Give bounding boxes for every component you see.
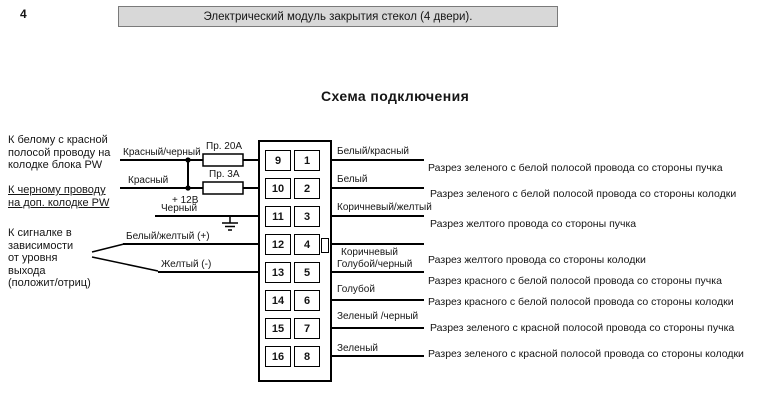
right-wire-color-7: Зеленый /черный bbox=[337, 311, 419, 322]
connector-key bbox=[321, 238, 329, 253]
right-wire-cut-6: Разрез красного с белой полосой провода … bbox=[428, 296, 734, 308]
pin-4: 4 bbox=[294, 234, 320, 255]
left-wire-color-11: Черный bbox=[161, 203, 198, 214]
pin-5: 5 bbox=[294, 262, 320, 283]
pin-6: 6 bbox=[294, 290, 320, 311]
page-number: 4 bbox=[20, 7, 27, 21]
diagram-title: Схема подключения bbox=[321, 88, 470, 104]
right-wire-color-1: Белый/красный bbox=[337, 146, 409, 157]
pin-15: 15 bbox=[265, 318, 291, 339]
pin-11: 11 bbox=[265, 206, 291, 227]
header-title: Электрический модуль закрытия стекол (4 … bbox=[203, 10, 473, 23]
ground-icon bbox=[222, 216, 238, 231]
right-wire-cut-1: Разрез зеленого с белой полосой провода … bbox=[428, 162, 723, 174]
left-wire-color-9: Красный/черный bbox=[123, 147, 201, 158]
header-bar: Электрический модуль закрытия стекол (4 … bbox=[118, 6, 558, 27]
note-alarm: К сигналке в зависимости от уровня выход… bbox=[8, 227, 91, 289]
pin-9: 9 bbox=[265, 150, 291, 171]
pin-7: 7 bbox=[294, 318, 320, 339]
left-wire-color-13: Желтый (-) bbox=[161, 259, 212, 270]
fuse-label-3a: Пр. 3А bbox=[209, 169, 240, 180]
right-wires bbox=[332, 159, 424, 357]
fuse-label-20a: Пр. 20А bbox=[206, 141, 243, 152]
right-wire-color-3: Коричневый/желтый bbox=[337, 202, 432, 213]
right-wire-color-8: Зеленый bbox=[337, 343, 378, 354]
pin-12: 12 bbox=[265, 234, 291, 255]
pin-2: 2 bbox=[294, 178, 320, 199]
pin-16: 16 bbox=[265, 346, 291, 367]
right-wire-color-6: Голубой bbox=[337, 284, 375, 295]
note-white-red-wire: К белому с красной полосой проводу на ко… bbox=[8, 134, 111, 171]
right-wire-color-4: Коричневый bbox=[341, 247, 398, 258]
right-wire-cut-7: Разрез зеленого с красной полосой провод… bbox=[430, 322, 735, 334]
junction-dot bbox=[185, 157, 191, 163]
right-wire-cut-2: Разрез зеленого с белой полосой провода … bbox=[430, 188, 737, 200]
fuse-20a-box bbox=[202, 153, 244, 167]
right-wire-color-5: Голубой/черный bbox=[337, 259, 413, 270]
pin-10: 10 bbox=[265, 178, 291, 199]
pin-1: 1 bbox=[294, 150, 320, 171]
left-wire-color-10: Красный bbox=[128, 175, 169, 186]
junction bbox=[185, 157, 191, 191]
right-wire-cut-3: Разрез желтого провода со стороны пучка bbox=[430, 218, 637, 230]
plus-12v-label: + 12В bbox=[172, 195, 199, 206]
right-wire-cut-5: Разрез красного с белой полосой провода … bbox=[428, 275, 722, 287]
pin-8: 8 bbox=[294, 346, 320, 367]
connector-body: 9 10 11 12 13 14 15 16 1 2 3 4 5 6 7 8 bbox=[258, 140, 332, 382]
pin-13: 13 bbox=[265, 262, 291, 283]
right-wire-cut-4: Разрез желтого провода со стороны колодк… bbox=[428, 254, 646, 266]
right-wire-color-2: Белый bbox=[337, 174, 368, 185]
note-black-wire: К черному проводу на доп. колодке PW bbox=[8, 184, 110, 209]
left-wire-color-12: Белый/желтый (+) bbox=[126, 231, 210, 242]
junction-dot bbox=[185, 185, 191, 191]
pin-3: 3 bbox=[294, 206, 320, 227]
fork-lines bbox=[91, 243, 159, 272]
pin-14: 14 bbox=[265, 290, 291, 311]
fuse-3a-box bbox=[202, 181, 244, 195]
right-wire-cut-8: Разрез зеленого с красной полосой провод… bbox=[428, 348, 744, 360]
